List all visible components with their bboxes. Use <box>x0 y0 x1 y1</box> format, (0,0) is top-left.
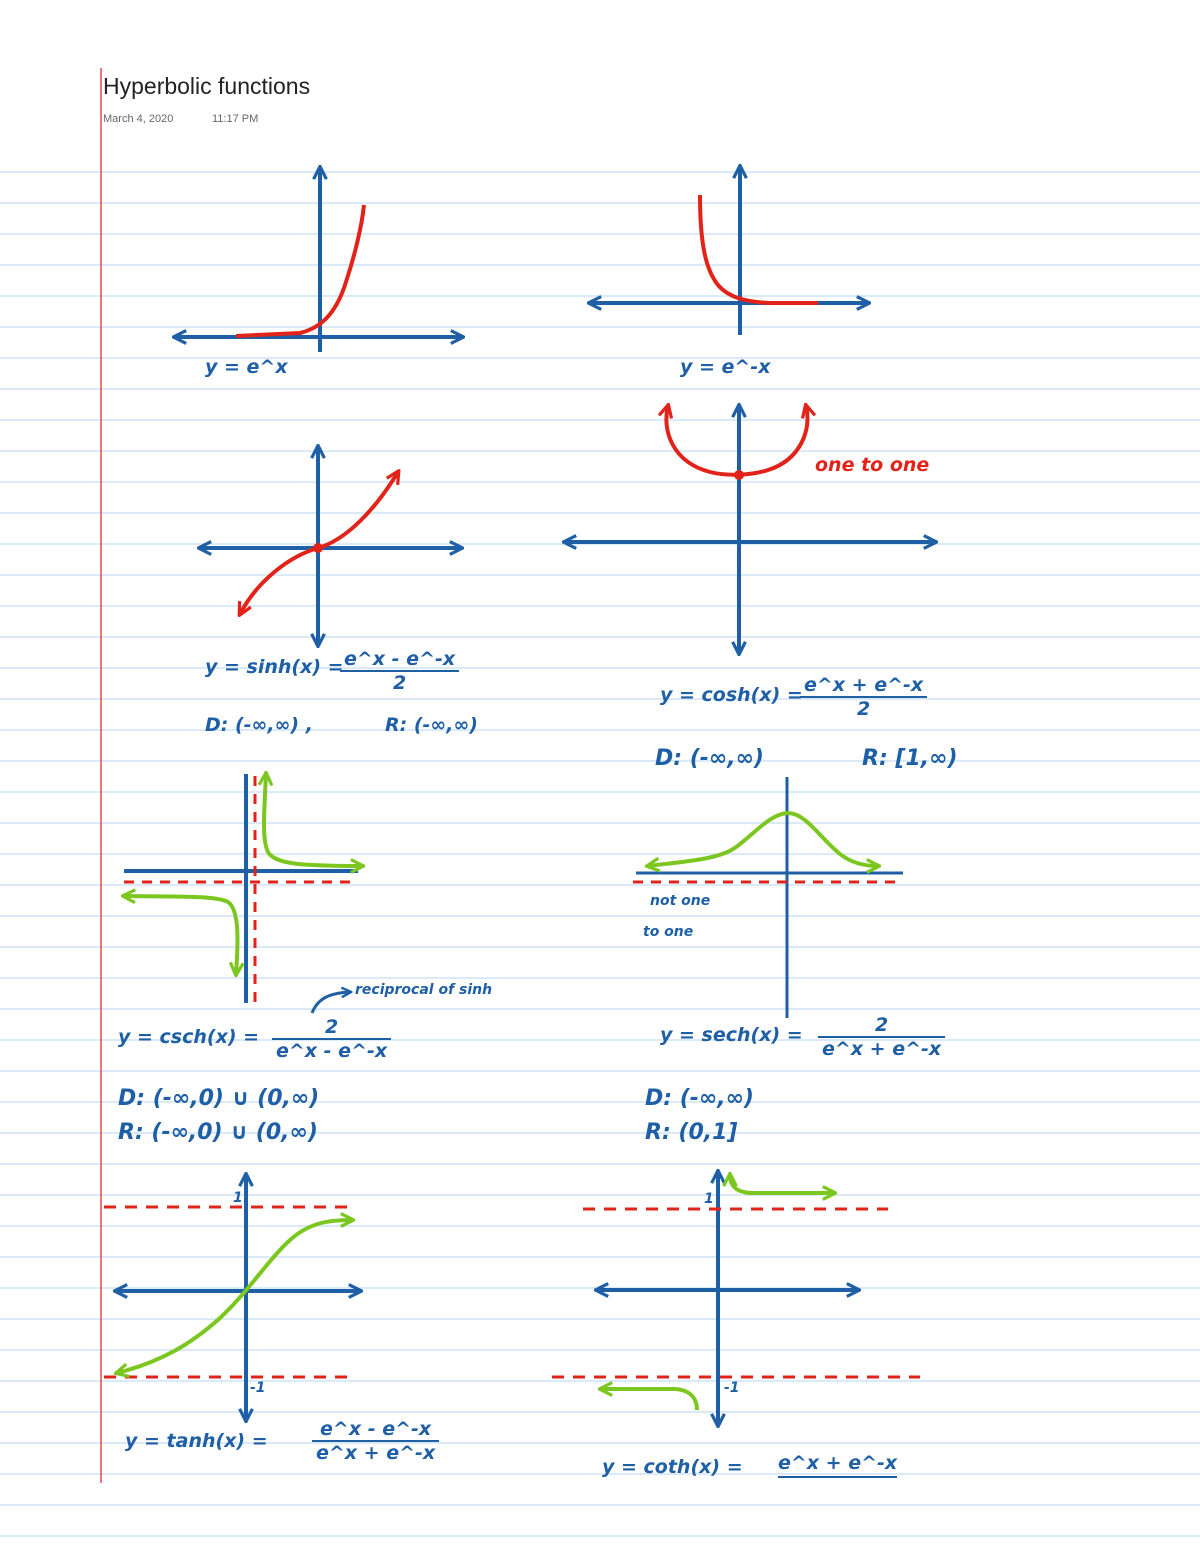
graph-tanh <box>104 1175 360 1420</box>
sinh-numerator: e^x - e^-x <box>340 648 460 672</box>
sech-note-line2: to one <box>643 924 694 940</box>
tanh-denominator: e^x + e^-x <box>316 1442 436 1464</box>
coth-branch-bottom <box>601 1389 699 1411</box>
sech-domain: D: (-∞,∞) <box>645 1086 754 1111</box>
cosh-fraction: e^x + e^-x 2 <box>800 674 928 720</box>
csch-domain: D: (-∞,0) ∪ (0,∞) <box>118 1086 320 1111</box>
origin-point <box>313 543 323 553</box>
sech-range: R: (0,1] <box>645 1120 738 1145</box>
tanh-label: y = tanh(x) = <box>125 1430 268 1452</box>
exp-neg-label: y = e^-x <box>680 356 771 378</box>
sinh-label: y = sinh(x) = <box>205 656 344 678</box>
sech-numerator: 2 <box>818 1014 946 1038</box>
sech-denominator: e^x + e^-x <box>822 1038 942 1060</box>
csch-denominator: e^x - e^-x <box>276 1040 388 1062</box>
coth-tick-bottom: -1 <box>724 1380 740 1396</box>
sech-label: y = sech(x) = <box>660 1024 803 1046</box>
csch-label: y = csch(x) = <box>118 1026 260 1048</box>
page-time: 11:17 PM <box>212 113 259 125</box>
graph-sinh <box>200 447 461 645</box>
sinh-fraction: e^x - e^-x 2 <box>340 648 460 694</box>
cosh-label: y = cosh(x) = <box>660 684 803 706</box>
graph-exp-neg <box>590 167 868 335</box>
csch-branch-left <box>124 896 238 974</box>
graph-csch <box>124 774 362 1014</box>
cosh-note: one to one <box>815 454 930 476</box>
annotation-arrow <box>310 992 350 1014</box>
graph-sech <box>633 777 903 1018</box>
sech-curve <box>648 810 878 866</box>
graph-cosh <box>565 406 935 653</box>
page-date: March 4, 2020 <box>103 113 174 125</box>
csch-branch-right <box>264 774 362 866</box>
coth-branch-top <box>730 1175 834 1193</box>
graph-exp <box>175 168 462 352</box>
sinh-domain: D: (-∞,∞) , <box>205 714 313 736</box>
cosh-domain: D: (-∞,∞) <box>655 746 764 771</box>
sinh-range: R: (-∞,∞) <box>385 714 478 736</box>
tanh-tick-top: 1 <box>233 1190 243 1206</box>
graph-coth <box>552 1172 920 1425</box>
tanh-numerator: e^x - e^-x <box>312 1418 440 1442</box>
cosh-curve <box>666 406 807 477</box>
cosh-denominator: 2 <box>856 698 871 720</box>
sech-note-line1: not one <box>650 893 711 909</box>
exp-neg-curve <box>698 194 818 305</box>
cosh-numerator: e^x + e^-x <box>800 674 928 698</box>
exp-curve <box>235 204 366 338</box>
sech-fraction: 2 e^x + e^-x <box>818 1014 946 1060</box>
coth-label: y = coth(x) = <box>602 1456 743 1478</box>
csch-range: R: (-∞,0) ∪ (0,∞) <box>118 1120 318 1145</box>
tanh-tick-bottom: -1 <box>250 1380 266 1396</box>
tanh-fraction: e^x - e^-x e^x + e^-x <box>312 1418 440 1464</box>
csch-numerator: 2 <box>272 1016 392 1040</box>
coth-expression: e^x + e^-x <box>778 1452 898 1478</box>
cosh-range: R: [1,∞) <box>862 746 958 771</box>
min-point <box>734 470 744 480</box>
csch-annotation: reciprocal of sinh <box>355 982 493 998</box>
csch-fraction: 2 e^x - e^-x <box>272 1016 392 1062</box>
sinh-denominator: 2 <box>392 672 407 694</box>
exp-label: y = e^x <box>205 356 288 378</box>
coth-tick-top: 1 <box>704 1191 714 1207</box>
page-title: Hyperbolic functions <box>103 73 311 99</box>
tanh-curve <box>117 1220 352 1373</box>
